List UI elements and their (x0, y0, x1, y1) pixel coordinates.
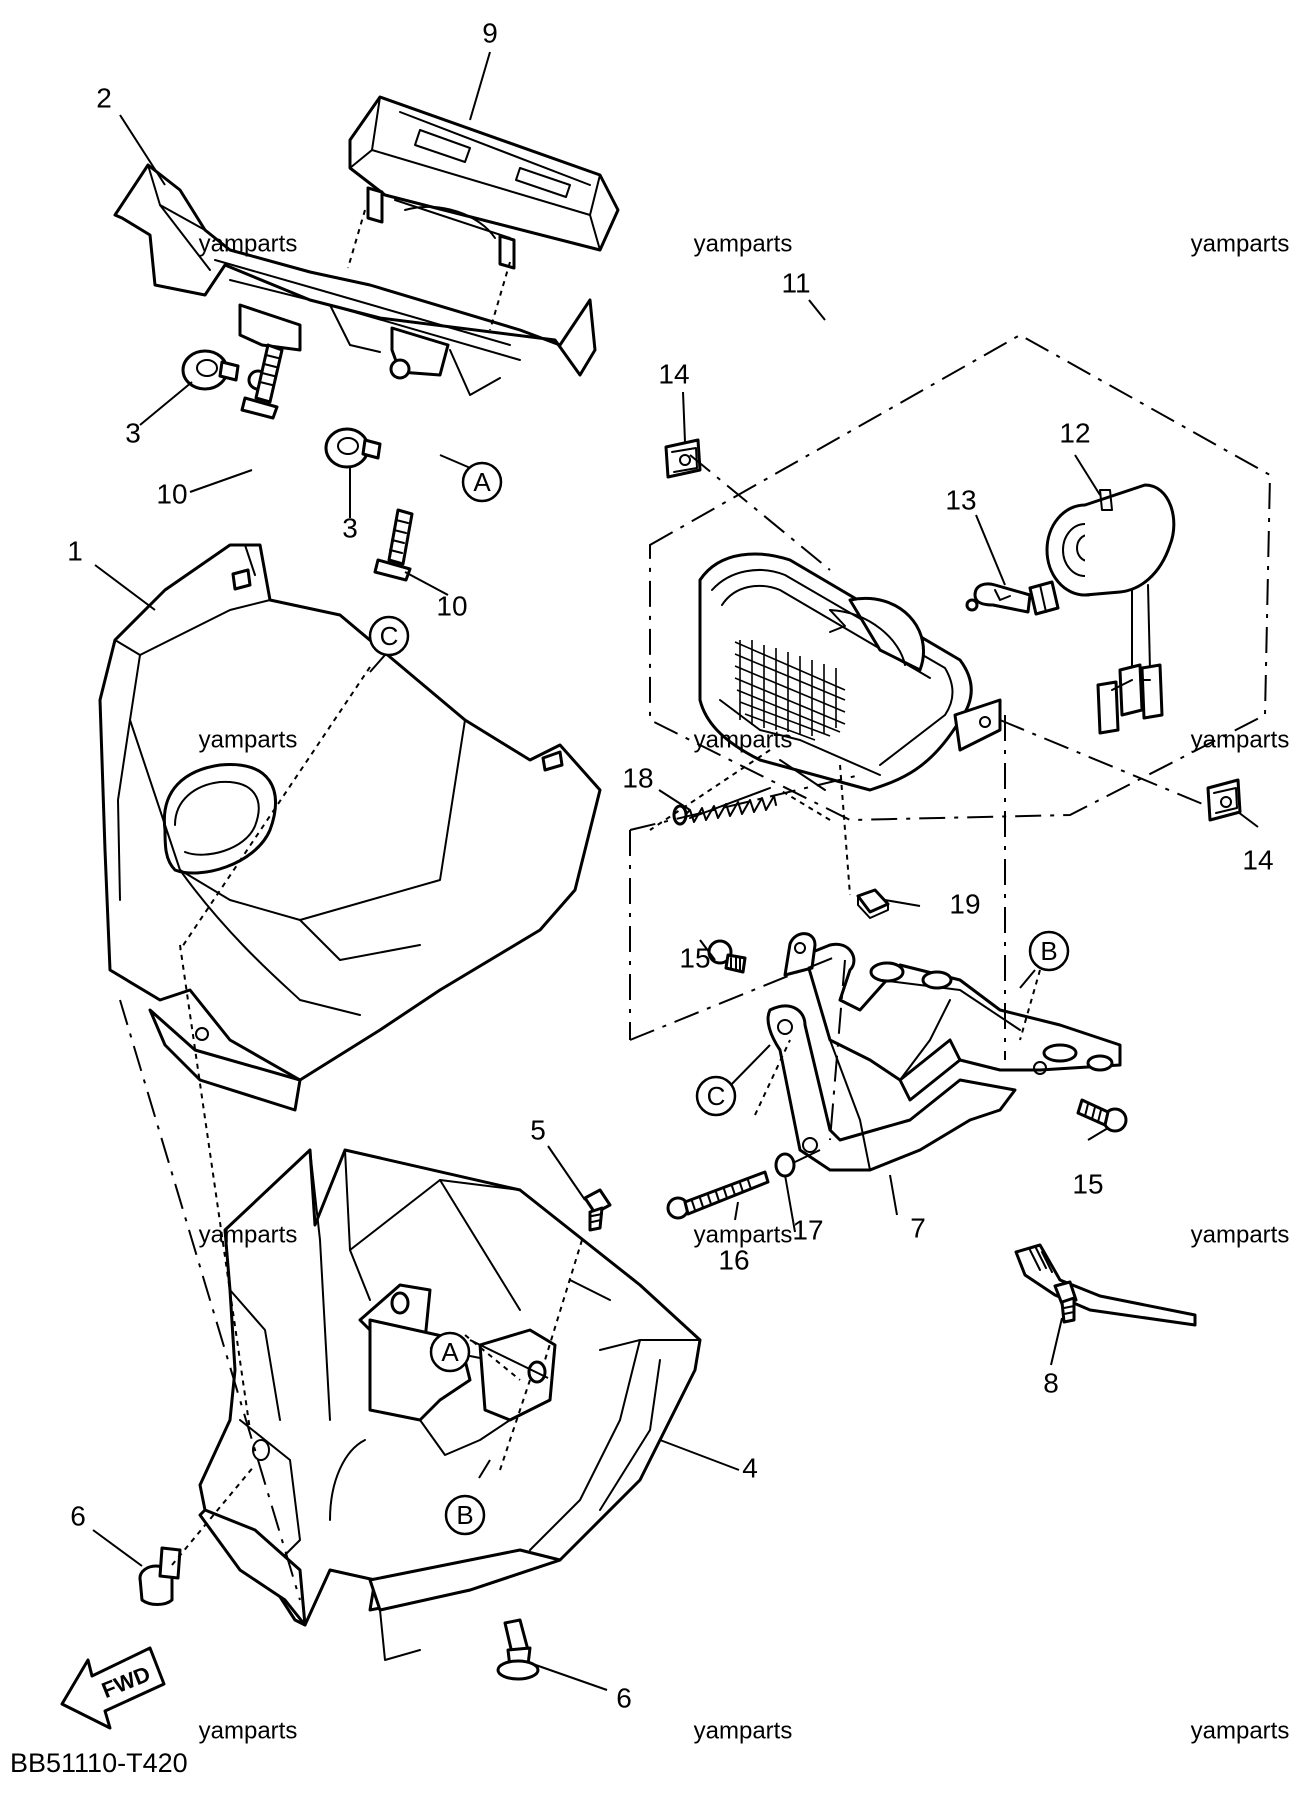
cable-tie (1014, 1243, 1197, 1327)
ref-mark-a1: A (461, 461, 503, 503)
svg-text:B: B (456, 1500, 473, 1530)
ref-mark-c2: C (695, 1075, 737, 1117)
lower-panel (198, 1148, 702, 1661)
watermark-text: yamparts (199, 1221, 298, 1248)
fwd-arrow: FWD (60, 1646, 166, 1730)
diagram-code: BB51110-T420 (10, 1748, 188, 1778)
rivet-6a (138, 1546, 182, 1606)
svg-text:A: A (441, 1337, 459, 1367)
clip-14b (1206, 778, 1242, 822)
grommet-3a (181, 349, 240, 391)
callout-6b: 6 (616, 1682, 632, 1713)
callout-8: 8 (1043, 1367, 1059, 1398)
callout-11: 11 (781, 267, 810, 298)
connector-line-cowl-to-panel (119, 999, 301, 1601)
bolt-15a (707, 939, 747, 974)
callout-14b: 14 (1242, 844, 1273, 875)
watermark-text: yamparts (199, 726, 298, 753)
watermark-text: yamparts (199, 1717, 298, 1744)
watermark-text: yamparts (1191, 726, 1290, 753)
grommet-3b (324, 427, 382, 469)
callout-3b: 3 (342, 512, 358, 543)
bolt-16 (666, 1170, 770, 1220)
ref-mark-a2: A (429, 1331, 471, 1373)
watermark-text: yamparts (694, 230, 793, 257)
callout-4: 4 (742, 1452, 758, 1483)
watermark-text: yamparts (1191, 230, 1290, 257)
svg-text:C: C (380, 621, 399, 651)
callout-6a: 6 (70, 1500, 86, 1531)
callout-7: 7 (910, 1212, 926, 1243)
callout-10b: 10 (436, 590, 467, 621)
headlight-cowl (98, 543, 602, 1112)
headlight-socket (1045, 483, 1176, 735)
bolt-10a (240, 343, 284, 420)
watermark-text: yamparts (694, 1221, 793, 1248)
ref-mark-b1: B (1028, 930, 1070, 972)
bolt-15b (1076, 1098, 1128, 1133)
watermark-text: yamparts (694, 1717, 793, 1744)
connector-line-bracket-16 (829, 959, 846, 1141)
svg-text:B: B (1040, 936, 1057, 966)
watermark-text: yamparts (1191, 1717, 1290, 1744)
callout-3a: 3 (125, 417, 141, 448)
spring (672, 787, 777, 826)
callout-16: 16 (718, 1244, 749, 1275)
svg-text:A: A (473, 467, 491, 497)
callout-2: 2 (96, 82, 112, 113)
screw-5 (583, 1188, 612, 1232)
ref-mark-c1: C (368, 615, 410, 657)
watermarks: yamparts yamparts yamparts yamparts yamp… (199, 230, 1290, 1744)
watermark-text: yamparts (694, 726, 793, 753)
nut-19 (856, 888, 890, 919)
ref-mark-b2: B (444, 1494, 486, 1536)
callout-15a: 15 (679, 942, 710, 973)
callout-12: 12 (1059, 417, 1090, 448)
headlight-assembly-boundary (649, 333, 1272, 822)
washer-17 (774, 1152, 796, 1178)
headlight-bracket (766, 932, 1122, 1172)
connector-line-spring-top (629, 774, 861, 831)
callout-1: 1 (67, 535, 83, 566)
svg-text:C: C (707, 1081, 726, 1111)
clip-14a (664, 438, 702, 479)
connector-line-spring-to-bracket (629, 954, 841, 1041)
watermark-text: yamparts (1191, 1221, 1290, 1248)
callout-15b: 15 (1072, 1168, 1103, 1199)
callout-18: 18 (622, 762, 653, 793)
bulb (965, 580, 1060, 616)
callout-numbers: 1 2 3 3 4 5 6 6 7 8 9 10 10 11 12 13 14 … (67, 17, 1273, 1713)
leader-lines (92, 51, 1259, 1691)
callout-5: 5 (530, 1114, 546, 1145)
callout-17: 17 (792, 1214, 823, 1245)
callout-19: 19 (949, 888, 980, 919)
meter-assembly (348, 95, 620, 270)
callout-13: 13 (945, 484, 976, 515)
bolt-10b (373, 508, 414, 582)
connector-line-clip-14b (999, 719, 1206, 806)
headlight-unit (698, 552, 1002, 792)
lens-grid (734, 640, 846, 741)
callout-14a: 14 (658, 358, 689, 389)
watermark-text: yamparts (199, 230, 298, 257)
connector-line-clip-14a (689, 454, 831, 571)
rivet-6b (496, 1618, 540, 1681)
callout-9: 9 (482, 17, 498, 48)
callout-10a: 10 (156, 478, 187, 509)
